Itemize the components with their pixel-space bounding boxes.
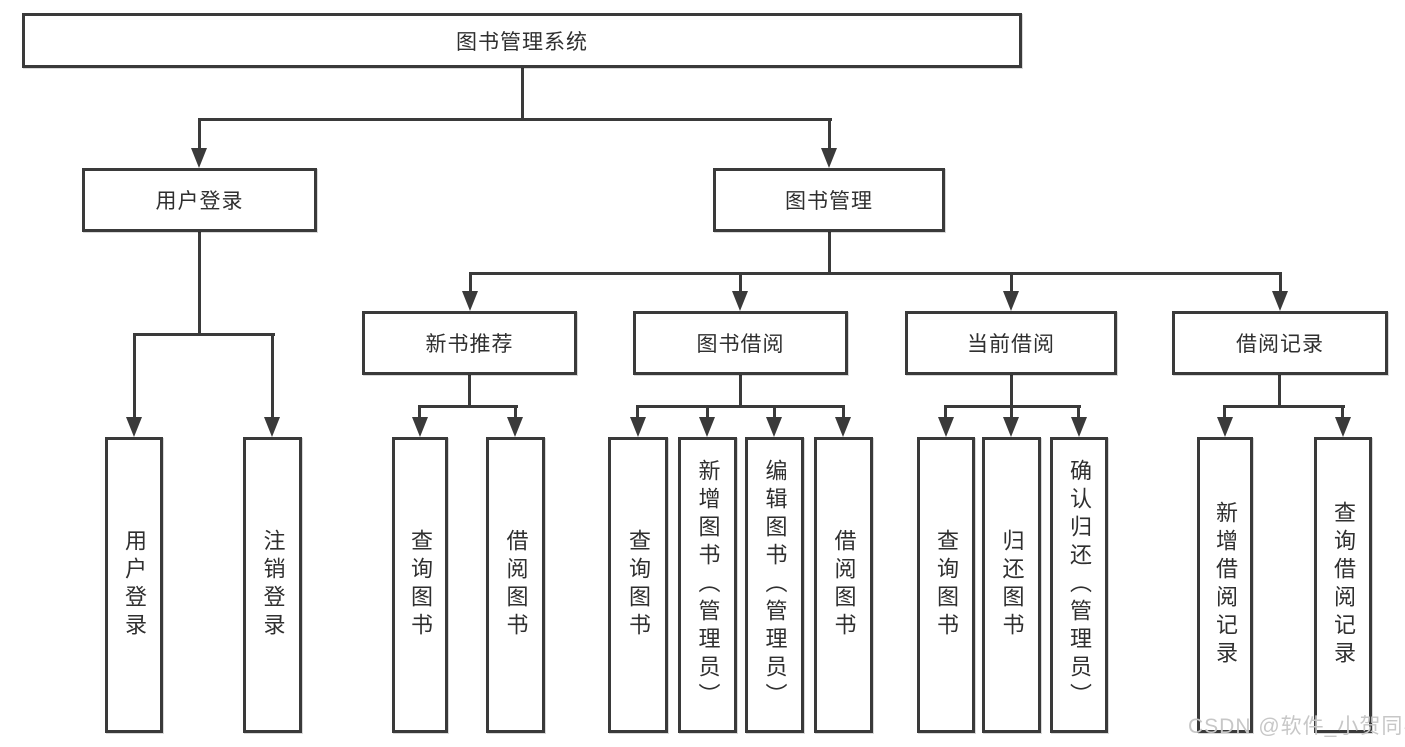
leaf-borrow-books-1: 借阅图书 [486,437,545,733]
leaf-label: 查询借阅记录 [1331,501,1356,669]
connector-leaf-drop [1077,405,1080,419]
leaf-add-books-admin: 新增图书（管理员） [678,437,737,733]
leaf-label: 确认归还（管理员） [1067,459,1092,711]
connector-level2-hline [198,118,832,121]
connector-new-books-hline [418,405,518,408]
connector-leaf-drop [1010,405,1013,419]
arrow-down-icon [821,148,837,168]
arrow-down-icon [938,417,954,437]
node-label: 图书借阅 [696,333,785,356]
connector-leaf-drop [514,405,517,419]
arrow-down-icon [630,417,646,437]
connector-leaf-drop [842,405,845,419]
connector-level3-hline [469,272,1282,275]
arrow-down-icon [507,417,523,437]
leaf-label: 借阅图书 [503,529,529,641]
arrow-down-icon [412,417,428,437]
leaf-query-borrow-record: 查询借阅记录 [1314,437,1372,733]
connector-ul-logout-drop [271,333,274,419]
leaf-label: 编辑图书（管理员） [762,459,788,711]
connector-new-books-drop [469,272,472,293]
node-borrowing-records: 借阅记录 [1172,311,1388,375]
arrow-down-icon [732,291,748,311]
leaf-label: 新增图书（管理员） [695,459,721,711]
csdn-watermark: CSDN @软件_小贺同学 [1188,715,1405,738]
leaf-query-books-2: 查询图书 [608,437,668,733]
node-label: 当前借阅 [967,333,1055,356]
node-current-borrowing: 当前借阅 [905,311,1117,375]
connector-root-stub [521,66,524,120]
connector-ul-login-drop [133,333,136,419]
leaf-label: 借阅图书 [831,529,857,641]
leaf-borrow-books-2: 借阅图书 [814,437,873,733]
node-label: 借阅记录 [1236,333,1324,356]
leaf-label: 查询图书 [934,529,959,641]
leaf-label: 归还图书 [999,529,1025,641]
connector-book-borrow-hline [636,405,845,408]
node-book-borrowing: 图书借阅 [633,311,848,375]
leaf-label: 查询图书 [408,529,433,641]
connector-book-mgmt-stub [828,232,831,272]
arrow-down-icon [1272,291,1288,311]
arrow-down-icon [1217,417,1233,437]
arrow-down-icon [1071,417,1087,437]
leaf-label: 注销登录 [260,529,286,641]
connector-leaf-drop [944,405,947,419]
node-new-book-recommend: 新书推荐 [362,311,577,375]
arrow-down-icon [1003,291,1019,311]
node-book-management: 图书管理 [713,168,945,232]
node-root: 图书管理系统 [22,13,1022,68]
arrow-down-icon [699,417,715,437]
leaf-label: 新增借阅记录 [1213,501,1238,669]
leaf-query-books-1: 查询图书 [392,437,448,733]
connector-current-borrow-stub [1010,375,1013,405]
connector-leaf-drop [773,405,776,419]
arrow-down-icon [1335,417,1351,437]
leaf-query-books-3: 查询图书 [917,437,975,733]
connector-leaf-drop [418,405,421,419]
connector-book-mgmt-drop [828,118,831,152]
node-label: 新书推荐 [425,333,514,356]
node-user-login: 用户登录 [82,168,317,232]
connector-user-login-stub [198,232,201,335]
leaf-user-login: 用户登录 [105,437,163,733]
arrow-down-icon [126,417,142,437]
node-label: 图书管理 [785,190,873,213]
connector-leaf-drop [1223,405,1226,419]
connector-user-login-drop [198,118,201,152]
leaf-add-borrow-record: 新增借阅记录 [1197,437,1253,733]
leaf-label: 查询图书 [626,529,651,641]
leaf-confirm-return-admin: 确认归还（管理员） [1050,437,1108,733]
connector-borrow-records-drop [1279,272,1282,293]
arrow-down-icon [191,148,207,168]
connector-current-borrow-drop [1010,272,1013,293]
connector-leaf-drop [1341,405,1344,419]
arrow-down-icon [766,417,782,437]
connector-leaf-drop [636,405,639,419]
connector-borrow-records-stub [1278,375,1281,405]
connector-leaf-drop [706,405,709,419]
connector-book-borrow-drop [739,272,742,293]
node-label: 用户登录 [155,190,244,213]
connector-book-borrow-stub [739,375,742,405]
node-root-label: 图书管理系统 [456,30,588,54]
leaf-label: 用户登录 [122,529,147,641]
arrow-down-icon [1003,417,1019,437]
leaf-return-books: 归还图书 [982,437,1041,733]
arrow-down-icon [835,417,851,437]
leaf-edit-books-admin: 编辑图书（管理员） [745,437,804,733]
arrow-down-icon [462,291,478,311]
arrow-down-icon [264,417,280,437]
connector-new-books-stub [468,375,471,405]
connector-borrow-records-hline [1223,405,1345,408]
connector-user-login-hline [133,333,275,336]
leaf-logout: 注销登录 [243,437,302,733]
